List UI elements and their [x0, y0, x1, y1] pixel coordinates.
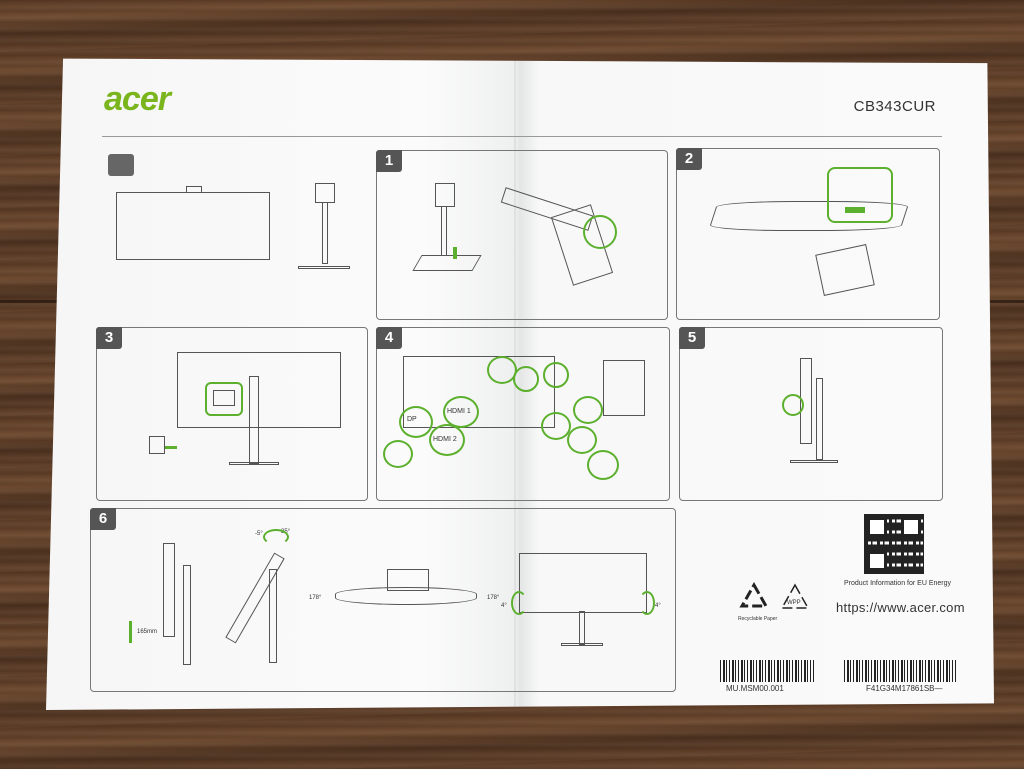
stand-pole-drawing	[322, 202, 328, 264]
stand-pole-drawing	[441, 206, 447, 256]
wall-outlet-drawing	[149, 436, 165, 454]
stand-pole-drawing	[249, 376, 259, 464]
package-icon	[108, 154, 134, 176]
stand-base-drawing	[298, 266, 350, 269]
step-2-number: 2	[676, 148, 702, 170]
dp-port-icon	[399, 406, 433, 438]
tilt-stand-drawing	[269, 569, 277, 663]
monitor-back-drawing	[403, 356, 555, 428]
left-barcode-number: MU.MSM00.001	[726, 684, 784, 693]
step-5-number: 5	[679, 327, 705, 349]
height-arrow-icon	[129, 621, 132, 643]
webcam-drawing	[186, 186, 202, 193]
stand-base-drawing	[815, 244, 875, 296]
stand-base-drawing	[790, 460, 838, 463]
usb-b-port-icon	[573, 396, 603, 424]
tilt-back-value: -5°	[255, 531, 263, 537]
headphone-port-icon	[513, 366, 539, 392]
stand-top-drawing	[387, 569, 429, 591]
right-barcode-number: F41G34M17861SB—	[866, 684, 943, 693]
swivel-stand-drawing	[579, 611, 585, 645]
swivel-base-drawing	[561, 643, 603, 646]
package-contents	[102, 148, 362, 298]
header-rule	[102, 136, 942, 137]
mic-port-icon	[543, 362, 569, 388]
eu-energy-label: Product Information for EU Energy	[844, 580, 951, 587]
stand-drawing	[435, 183, 455, 207]
swivel-left-arc-icon	[511, 591, 527, 615]
down-arrow-icon	[453, 247, 457, 259]
step-3-number: 3	[96, 327, 122, 349]
lan-port-icon	[541, 412, 571, 440]
left-barcode	[720, 660, 814, 682]
swivel-right-value: 4°	[655, 603, 661, 609]
qr-finder	[867, 551, 887, 571]
view-right-value: 178°	[487, 595, 500, 601]
step-4-panel: 4 DP HDMI 1 HDMI 2	[376, 327, 670, 501]
viewing-angle-drawing	[335, 587, 477, 605]
swivel-left-value: 4°	[501, 603, 507, 609]
hdmi2-port-label: HDMI 2	[433, 436, 457, 443]
push-arrow-icon	[845, 207, 865, 213]
hdmi2-port-icon	[429, 424, 465, 456]
step-6-panel: 6 165mm -5° 35° 178° 178° 4° 4°	[90, 508, 676, 692]
tilt-arc-icon	[263, 529, 289, 545]
stand-base-drawing	[412, 255, 482, 271]
pc-tower-drawing	[603, 360, 645, 416]
acer-logo: acer	[104, 80, 171, 118]
model-number: CB343CUR	[853, 98, 936, 115]
view-left-value: 178°	[309, 595, 322, 601]
power-button-highlight-icon	[782, 394, 804, 416]
recyclable-paper-label: Recyclable Paper	[738, 616, 778, 622]
step-2-panel: 2	[676, 148, 940, 320]
latch-highlight-icon	[827, 167, 893, 223]
recyclable-paper-icon	[739, 582, 769, 608]
step-5-panel: 5	[679, 327, 943, 501]
monitor-front-drawing	[116, 192, 270, 260]
plug-arrow-icon	[165, 446, 177, 449]
hdmi1-port-label: HDMI 1	[447, 408, 471, 415]
power-port-drawing	[213, 390, 235, 406]
step-1-panel: 1	[376, 150, 668, 320]
monitor-back-drawing	[177, 352, 341, 428]
step-4-number: 4	[376, 327, 402, 349]
height-value: 165mm	[137, 629, 158, 635]
step-3-panel: 3	[96, 327, 368, 501]
usb-a-port-icon	[383, 440, 413, 468]
dp-port-label: DP	[407, 416, 417, 423]
wpp-recycle-icon	[780, 583, 810, 609]
wpp-label: WPP	[787, 600, 801, 606]
right-barcode	[844, 660, 956, 682]
eu-energy-qr-code[interactable]	[864, 514, 924, 574]
acer-website-link[interactable]: https://www.acer.com	[836, 600, 965, 615]
stand-pole-drawing	[816, 378, 823, 460]
usb-c-port-icon	[587, 450, 619, 480]
swivel-right-arc-icon	[639, 591, 655, 615]
attach-highlight-icon	[583, 215, 617, 249]
quick-setup-sheet: acer CB343CUR 1 2 3	[46, 58, 994, 710]
stand-neck-drawing	[315, 183, 335, 203]
height-adjust-drawing	[163, 543, 175, 637]
height-stand-drawing	[183, 565, 191, 665]
step-6-number: 6	[90, 508, 116, 530]
swivel-monitor-drawing	[519, 553, 647, 613]
hdmi1-port-icon	[443, 396, 479, 428]
power-port-highlight-icon	[205, 382, 243, 416]
stand-base-drawing	[229, 462, 279, 465]
step-1-number: 1	[376, 150, 402, 172]
usb-a-2-port-icon	[567, 426, 597, 454]
